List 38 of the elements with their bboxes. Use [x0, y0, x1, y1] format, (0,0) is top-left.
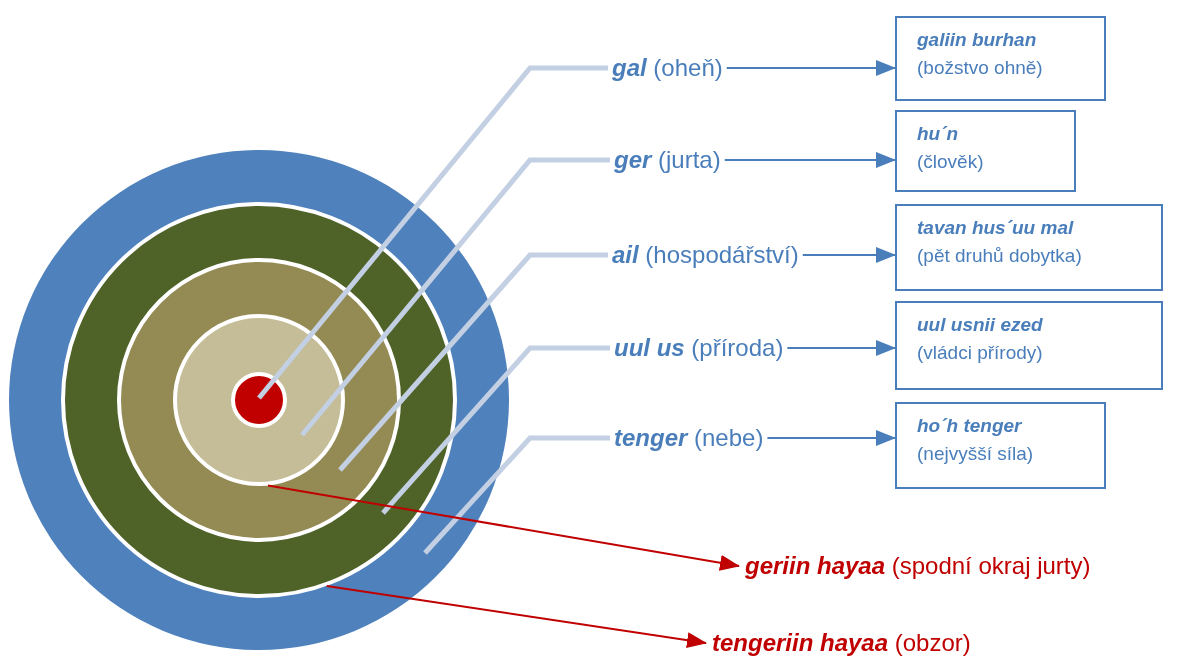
definition-box — [895, 301, 1163, 390]
arrow — [325, 585, 707, 649]
term-label: ail (hospodářství) — [612, 241, 799, 269]
term-name: galiin burhan — [917, 28, 1037, 52]
term-label: gal (oheň) — [612, 54, 723, 82]
definition-box — [895, 110, 1076, 192]
term-name: tavan hus´uu mal — [917, 216, 1074, 240]
ring-disc — [9, 150, 509, 650]
term-label: ger (jurta) — [614, 146, 721, 174]
leader-line — [338, 252, 608, 472]
leader-line — [423, 435, 610, 555]
term-label: geriin hayaa (spodní okraj jurty) — [745, 552, 1091, 580]
arrow — [786, 340, 896, 356]
term-gloss: (pět druhů dobytka) — [917, 243, 1082, 268]
leader-line — [257, 65, 608, 400]
term-gloss: (člověk) — [917, 149, 984, 174]
definition-box — [895, 402, 1106, 489]
arrow — [267, 484, 740, 571]
term-gloss: (božstvo ohně) — [917, 55, 1043, 80]
term-gloss: (vládci přírody) — [917, 340, 1043, 365]
term-gloss: (nejvyšší síla) — [917, 441, 1034, 466]
leader-line — [381, 345, 610, 515]
term-name: ho´h tenger — [917, 414, 1022, 438]
term-label: tenger (nebe) — [614, 424, 764, 452]
term-label: uul us (příroda) — [614, 334, 784, 362]
arrow — [725, 60, 896, 76]
definition-box — [895, 204, 1163, 291]
ring-disc — [117, 258, 401, 542]
term-name: hu´n — [917, 122, 959, 146]
term-label: tengeriin hayaa (obzor) — [712, 629, 971, 657]
leader-line — [300, 157, 610, 437]
arrow — [723, 152, 896, 168]
ring-disc — [61, 202, 457, 598]
ring-disc — [173, 314, 345, 486]
term-name: uul usnii ezed — [917, 313, 1043, 337]
definition-box — [895, 16, 1106, 101]
arrow — [801, 247, 896, 263]
arrow — [766, 430, 896, 446]
